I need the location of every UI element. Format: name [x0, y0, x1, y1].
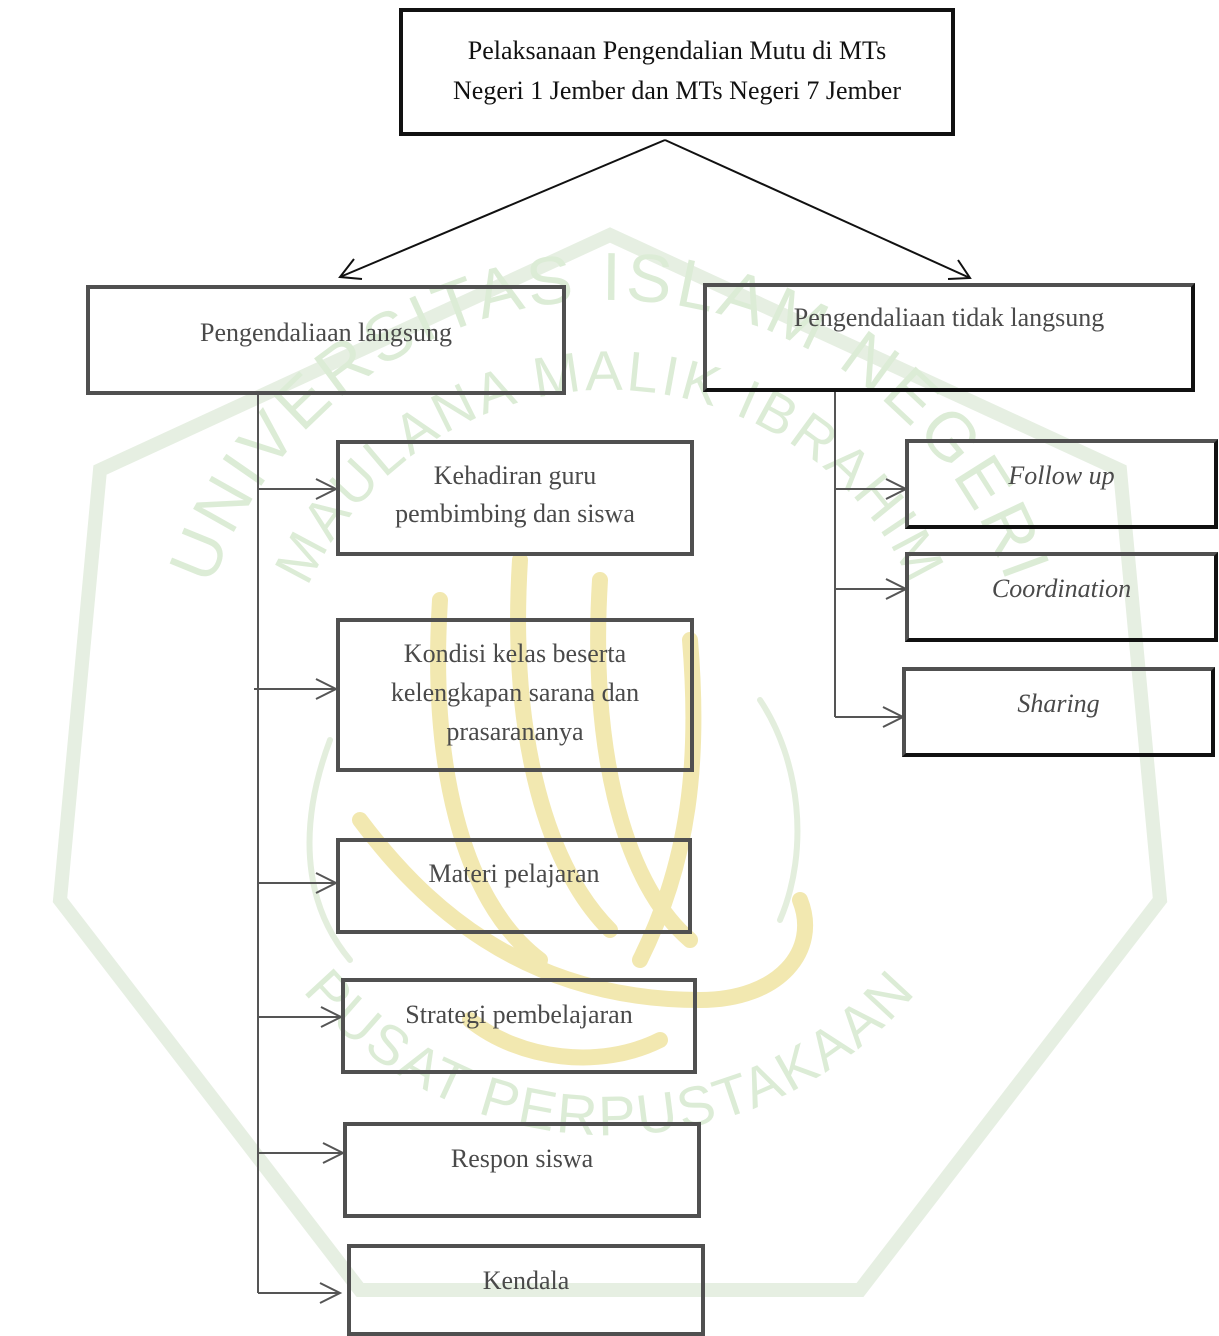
arrowhead: [319, 1282, 343, 1304]
direct-item-obstacles: Kendala: [347, 1244, 705, 1336]
item-line: prasarananya: [446, 717, 584, 746]
item-line: Kendala: [482, 1266, 570, 1295]
root-to-indirect-connector: [664, 139, 971, 279]
indirect-control-label: Pengendaliaan tidak langsung: [793, 303, 1105, 332]
root-node-line: Negeri 1 Jember dan MTs Negeri 7 Jember: [453, 76, 901, 105]
root-node-line: Pelaksanaan Pengendalian Mutu di MTs: [467, 36, 887, 65]
indirect-item-sharing: Sharing: [902, 667, 1215, 757]
indirect-item-coordination: Coordination: [905, 552, 1218, 642]
watermark-heptagon: [52, 227, 1168, 1297]
arrowhead: [338, 258, 363, 280]
indirect-item-follow-up: Follow up: [905, 439, 1218, 529]
root-node: Pelaksanaan Pengendalian Mutu di MTs Neg…: [399, 8, 955, 136]
item-line: kelengkapan sarana dan: [390, 678, 640, 707]
item-line: pembimbing dan siswa: [395, 499, 635, 528]
direct-control-label: Pengendaliaan langsung: [200, 318, 452, 347]
indirect-control-node: Pengendaliaan tidak langsung: [703, 283, 1195, 392]
direct-control-node: Pengendaliaan langsung: [86, 285, 566, 395]
item-line: Respon siswa: [450, 1144, 594, 1173]
direct-item-lesson-material: Materi pelajaran: [336, 838, 692, 934]
root-to-direct-connector: [339, 139, 666, 278]
direct-item-student-response: Respon siswa: [343, 1122, 701, 1218]
item-line: Materi pelajaran: [428, 859, 600, 888]
direct-item-classroom-condition: Kondisi kelas beserta kelengkapan sarana…: [336, 618, 694, 772]
item-label: Follow up: [1008, 461, 1115, 490]
item-label: Sharing: [1017, 689, 1100, 718]
arrowhead: [947, 259, 972, 280]
item-line: Kehadiran guru: [433, 461, 597, 490]
item-line: Strategi pembelajaran: [405, 1000, 633, 1029]
direct-item-learning-strategy: Strategi pembelajaran: [341, 978, 697, 1074]
item-label: Coordination: [991, 574, 1132, 603]
direct-item-teacher-student-attendance: Kehadiran guru pembimbing dan siswa: [336, 440, 694, 556]
item-line: Kondisi kelas beserta: [403, 639, 627, 668]
